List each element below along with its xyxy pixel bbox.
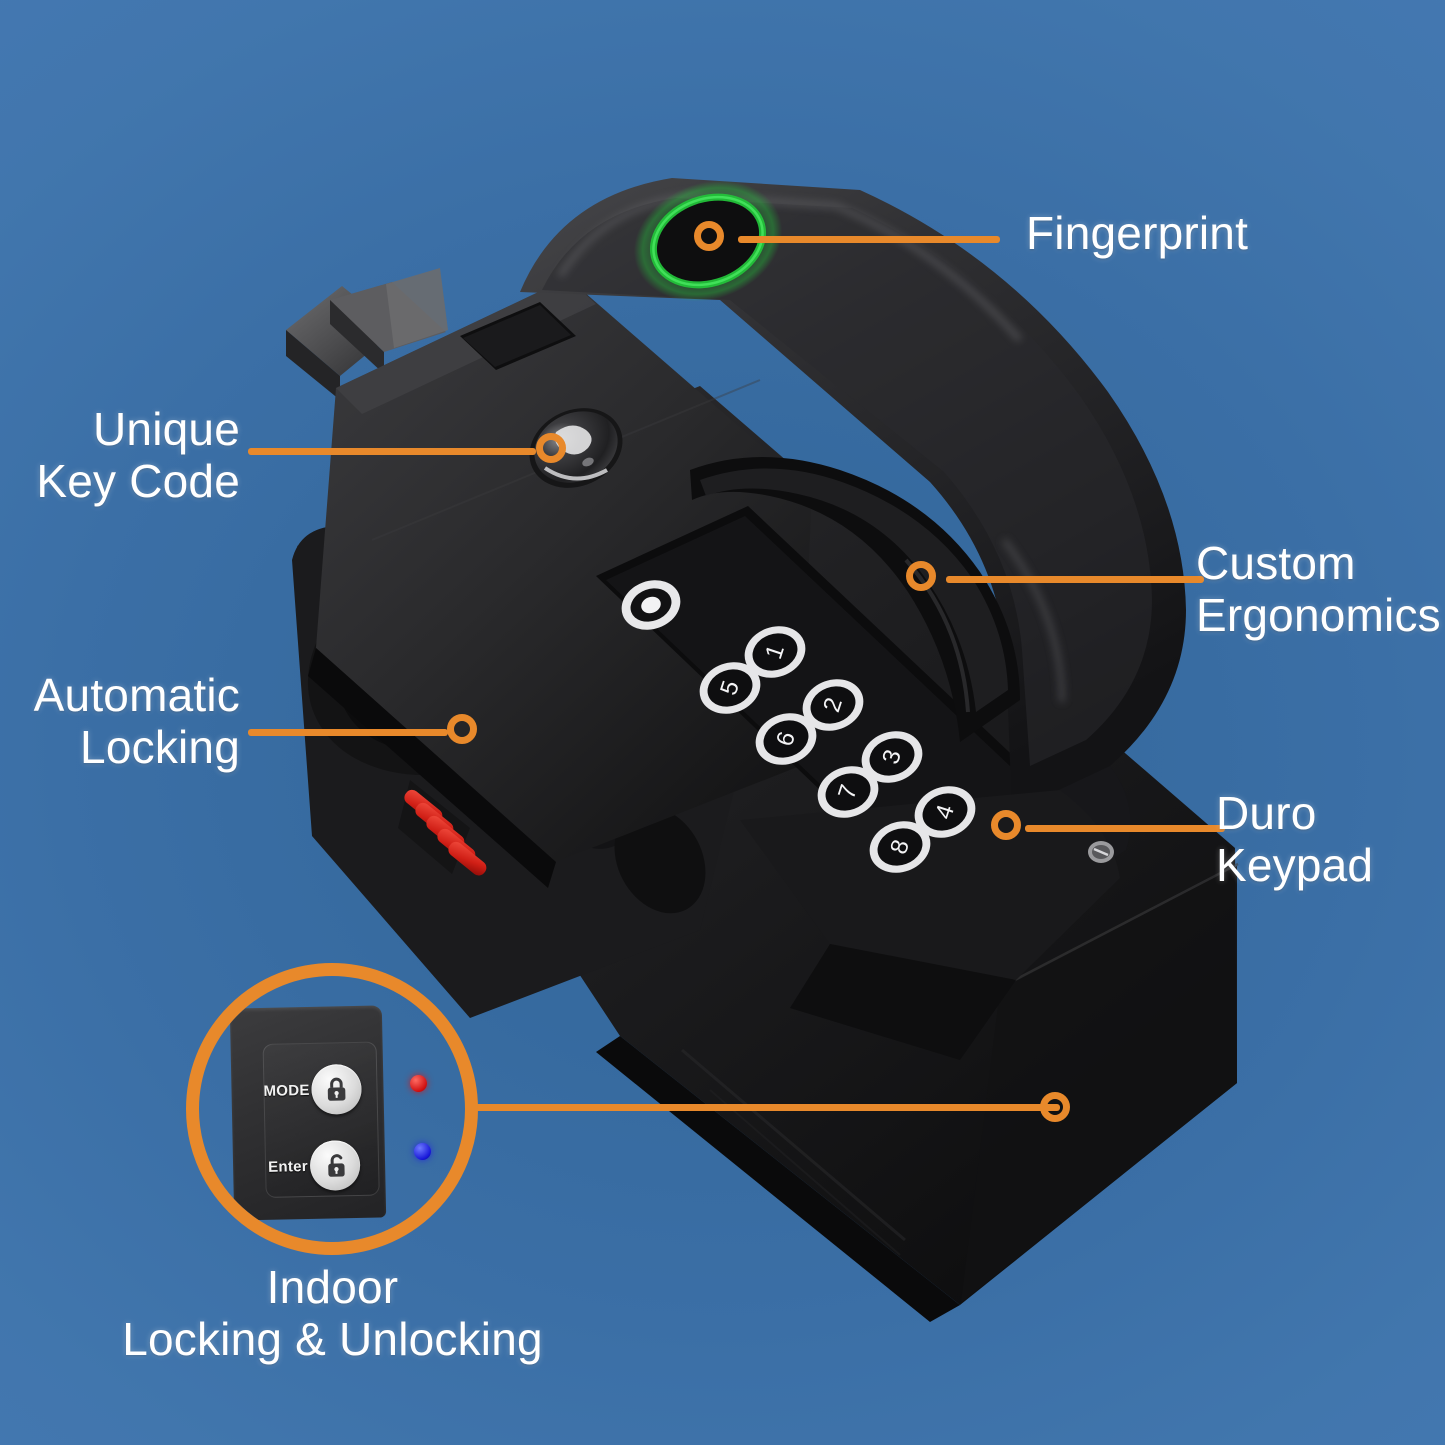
callout-label-automatic-locking: Automatic Locking <box>33 669 240 773</box>
lock-rear-block <box>308 278 812 888</box>
keypad-power-key[interactable] <box>615 572 688 638</box>
keypad-key[interactable]: 4 <box>907 778 982 846</box>
body-screw <box>1088 841 1114 863</box>
callout-label-duro-keypad: Duro Keypad <box>1216 787 1374 891</box>
lock-open-icon[interactable] <box>309 1139 361 1191</box>
indoor-mode-label: MODE <box>263 1081 310 1100</box>
leader-line-ergonomics <box>946 576 1204 583</box>
indoor-enter-label: Enter <box>267 1157 309 1176</box>
leader-dot-ergonomics <box>906 561 936 591</box>
indoor-panel-magnifier: MODE Enter <box>186 963 478 1255</box>
leader-dot-indoor-panel <box>1040 1092 1070 1122</box>
leader-dot-duro-keypad <box>991 810 1021 840</box>
leader-dot-fingerprint <box>694 221 724 251</box>
keypad-key[interactable]: 2 <box>795 671 870 739</box>
leader-line-key-code <box>248 448 536 455</box>
callout-label-indoor-panel: Indoor Locking & Unlocking <box>122 1261 543 1365</box>
lock-closed-icon[interactable] <box>311 1063 363 1115</box>
leader-line-fingerprint <box>738 236 1000 243</box>
keypad-key[interactable]: 7 <box>810 758 885 826</box>
indoor-enter-row: Enter <box>267 1139 361 1192</box>
leader-line-automatic-locking <box>248 729 448 736</box>
leader-line-indoor-panel <box>470 1104 1060 1111</box>
front-lower-body <box>740 790 1120 1060</box>
status-led-blue <box>414 1143 431 1160</box>
status-led-red <box>410 1075 427 1092</box>
callout-label-ergonomics: Custom Ergonomics <box>1196 537 1441 641</box>
keypad-key[interactable]: 1 <box>737 618 812 686</box>
callout-label-key-code: Unique Key Code <box>36 403 240 507</box>
keypad-key[interactable]: 8 <box>862 813 937 881</box>
indoor-mode-row: MODE <box>263 1063 363 1116</box>
lock-bolts <box>286 268 448 400</box>
keypad-key[interactable]: 6 <box>748 705 823 773</box>
leader-dot-key-code <box>536 433 566 463</box>
leader-dot-automatic-locking <box>447 714 477 744</box>
red-spring-strip <box>398 780 487 876</box>
indoor-panel: MODE Enter <box>229 1005 387 1221</box>
keypad-key[interactable]: 3 <box>854 723 929 791</box>
leader-line-duro-keypad <box>1025 825 1225 832</box>
callout-label-fingerprint: Fingerprint <box>1026 207 1249 259</box>
keypad-key[interactable]: 5 <box>692 654 767 722</box>
